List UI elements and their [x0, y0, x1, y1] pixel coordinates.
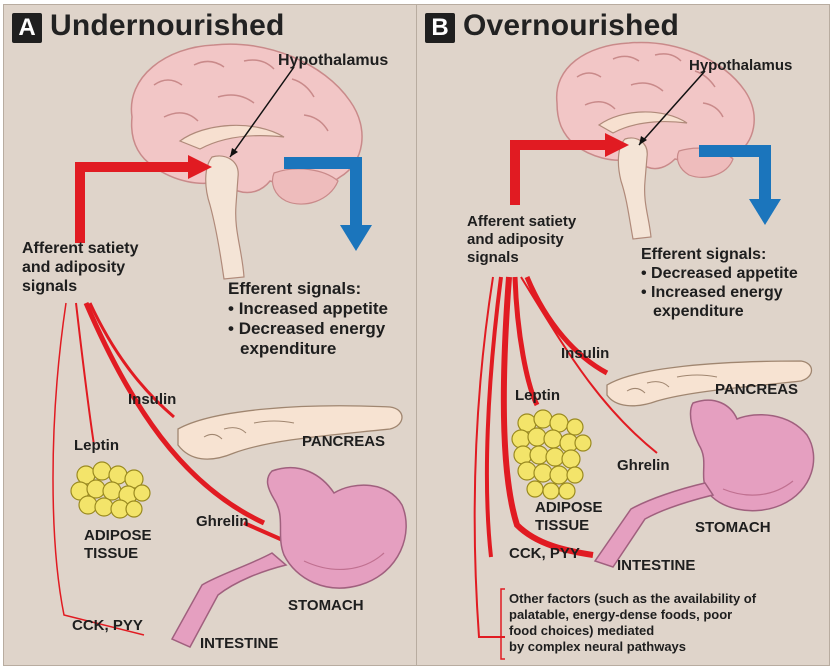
panel-undernourished: A Undernourished Hypothalamus Afferent s…	[3, 4, 417, 666]
panel-a-badge: A	[12, 13, 42, 43]
stomach-label: STOMACH	[288, 597, 364, 615]
efferent-signals-label: Efferent signals: Decreased appetite Inc…	[641, 245, 798, 321]
signal-line	[487, 277, 501, 557]
adipose-tissue-label: ADIPOSE TISSUE	[535, 499, 603, 535]
panel-overnourished: B Overnourished Hypothalamus Afferent sa…	[416, 4, 830, 666]
intestine	[172, 553, 286, 647]
pancreas-label: PANCREAS	[715, 381, 798, 399]
other-factors-label: Other factors (such as the availability …	[509, 591, 756, 655]
cck-pyy-label: CCK, PYY	[509, 545, 580, 563]
stomach	[595, 400, 814, 567]
other-factors-bracket	[501, 589, 505, 659]
intestine-label: INTESTINE	[200, 635, 278, 653]
efferent-signals-label: Efferent signals: Increased appetite Dec…	[228, 279, 388, 359]
panel-b-badge: B	[425, 13, 455, 43]
intestine-label: INTESTINE	[617, 557, 695, 575]
ghrelin-label: Ghrelin	[196, 513, 249, 531]
pancreas-label: PANCREAS	[302, 433, 385, 451]
cck-pyy-label: CCK, PYY	[72, 617, 143, 635]
insulin-label: Insulin	[561, 345, 609, 363]
ghrelin-label: Ghrelin	[617, 457, 670, 475]
panel-a-title: Undernourished	[50, 9, 284, 43]
panel-b-title: Overnourished	[463, 9, 679, 43]
hypothalamus-label: Hypothalamus	[689, 57, 792, 75]
adipose-tissue	[71, 462, 150, 518]
stomach	[172, 468, 406, 647]
afferent-signals-label: Afferent satiety and adiposity signals	[22, 239, 138, 296]
adipose-tissue-label: ADIPOSE TISSUE	[84, 527, 152, 563]
other-factors-line	[475, 277, 505, 637]
stomach-label: STOMACH	[695, 519, 771, 537]
leptin-label: Leptin	[515, 387, 560, 405]
leptin-label: Leptin	[74, 437, 119, 455]
adipose-tissue	[512, 410, 591, 499]
hypothalamus-label: Hypothalamus	[278, 51, 388, 70]
afferent-arrow	[80, 167, 190, 243]
leptin-signal-line	[76, 303, 94, 445]
afferent-signals-label: Afferent satiety and adiposity signals	[467, 213, 576, 267]
insulin-label: Insulin	[128, 391, 176, 409]
